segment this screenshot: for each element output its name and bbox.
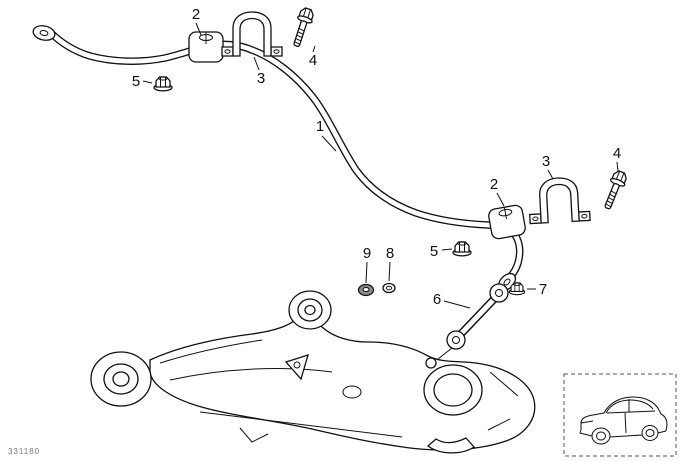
flange-bolt-top [288,5,317,49]
doc-number: 331180 [8,447,41,456]
link-eye-top-hole [495,289,503,297]
arm-lower-bracket [426,437,475,454]
callout-2-top: 2 [192,6,200,23]
bar-end-eye-left [32,25,56,41]
bar-eye-right-hole [503,278,511,286]
link-mount-line [437,347,453,360]
callout-4-top: 4 [309,52,317,69]
damper-ring [357,283,375,297]
leader-2-right [496,192,505,207]
arm-gusset [284,354,309,381]
link-eye-top [489,283,509,303]
callout-3-top: 3 [257,70,265,87]
gusset-hole [293,361,301,369]
washer-hole [385,285,393,291]
link-eye-bottom-hole [452,336,460,344]
arm-hole [342,385,362,399]
arm-rib-bottom [199,411,403,438]
flange-bolt-right [599,168,630,212]
car-bottom-right [657,430,667,434]
arm-notch [239,427,269,443]
flange-nut-top [153,76,173,92]
leader-5-top [142,80,153,84]
car-door-line [624,412,627,434]
arm-eye-hole [304,304,316,316]
car-rear-three-quarter-icon [579,396,668,445]
leader-3-top [253,56,260,71]
thumbnail-border [563,373,677,457]
callout-6: 6 [433,291,441,308]
leader-4-top [312,45,316,53]
callout-2-right: 2 [490,176,498,193]
leader-9 [365,261,368,284]
car-wheel-front-hub [645,429,655,437]
leader-4-right [616,161,619,172]
car-wheel-rear [591,427,611,445]
rubber-mount-right [487,203,527,241]
car-wheel-front [641,425,659,441]
car-bottom-mid [609,434,643,438]
stabilizer-bar-fill [50,32,520,283]
bar-eye-left-hole [39,30,49,36]
hub-opening-inner [433,373,473,407]
car-body-outline [580,396,668,432]
flange-nut-mid [452,241,472,257]
leader-8 [388,261,391,282]
callout-3-right: 3 [542,153,550,170]
car-trunk-line [580,420,594,424]
leader-1 [321,135,337,152]
leader-5-mid [441,248,453,251]
callout-5-mid: 5 [430,243,438,260]
arm-edge-line-2 [487,418,511,431]
arm-rib-top [159,339,263,364]
car-bottom-left [579,429,593,437]
car-beltline [606,410,656,414]
washer [382,282,396,294]
callout-5-top: 5 [132,73,140,90]
stabilizer-link [437,283,509,360]
rubber-mount-top [188,31,224,63]
car-glasshouse [605,399,654,414]
damper-ring-hole [362,287,370,292]
clamp-bracket-right [527,175,591,225]
link-eye-bottom [446,330,466,350]
vehicle-thumbnail [563,373,677,457]
stabilizer-bar [32,25,520,292]
car-wheel-rear-hub [596,431,606,441]
callout-4-right: 4 [613,145,621,162]
washer-outer [382,282,396,294]
link-rod-fill [455,293,500,340]
leader-3-right [547,169,554,180]
trailing-arm-assembly [90,290,536,454]
arm-edge-line-1 [489,371,519,397]
leader-6 [443,300,471,309]
leader-2-top [195,22,202,36]
arm-bushing-hole [112,371,130,387]
arm-rib-mid [169,368,333,381]
callout-9: 9 [363,245,371,262]
link-mount-stud [425,357,437,369]
callout-8: 8 [386,245,394,262]
callout-1: 1 [316,118,324,135]
callout-7: 7 [539,281,547,298]
